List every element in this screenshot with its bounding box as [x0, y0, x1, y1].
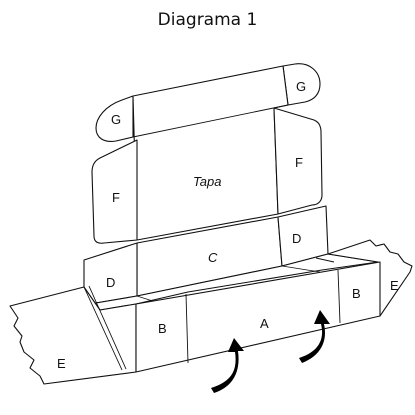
flap-e-left-fold-b — [88, 285, 127, 370]
curved-arrow-right-icon — [299, 310, 330, 363]
lid-group — [91, 63, 323, 244]
panel-a — [135, 261, 381, 373]
flap-e-right-fold — [315, 257, 335, 263]
label-g-left: G — [111, 112, 121, 127]
flap-f-left — [91, 139, 138, 244]
label-c: C — [208, 250, 218, 265]
fold-arrows — [211, 310, 330, 393]
tab-g-left — [95, 95, 134, 142]
label-a: A — [260, 316, 269, 331]
panel-b-left-divider — [185, 293, 189, 364]
panel-d-left — [83, 242, 138, 306]
flap-f-right — [273, 107, 323, 215]
tapa-fold-top — [132, 104, 289, 138]
flap-e-left-fold-a — [83, 286, 123, 371]
flap-e-left — [9, 286, 137, 385]
panel-b-right-divider — [337, 269, 341, 324]
label-d-left: D — [106, 275, 115, 290]
label-g-right: G — [296, 79, 306, 94]
curved-arrow-left-icon — [211, 338, 244, 393]
label-d-right: D — [292, 231, 301, 246]
label-e-right: E — [390, 278, 399, 293]
diagram-title: Diagrama 1 — [157, 10, 258, 30]
label-tapa: Tapa — [193, 174, 221, 189]
label-b-right: B — [352, 286, 361, 301]
label-b-left: B — [158, 321, 167, 336]
label-f-right: F — [295, 155, 303, 170]
floor-fold-line-2 — [281, 265, 321, 273]
front-wall-group — [135, 261, 381, 373]
tapa-panel — [132, 65, 289, 241]
tab-g-right — [282, 63, 321, 106]
label-e-left: E — [57, 356, 66, 371]
label-f-left: F — [112, 190, 120, 205]
flap-e-left-group — [9, 285, 137, 385]
